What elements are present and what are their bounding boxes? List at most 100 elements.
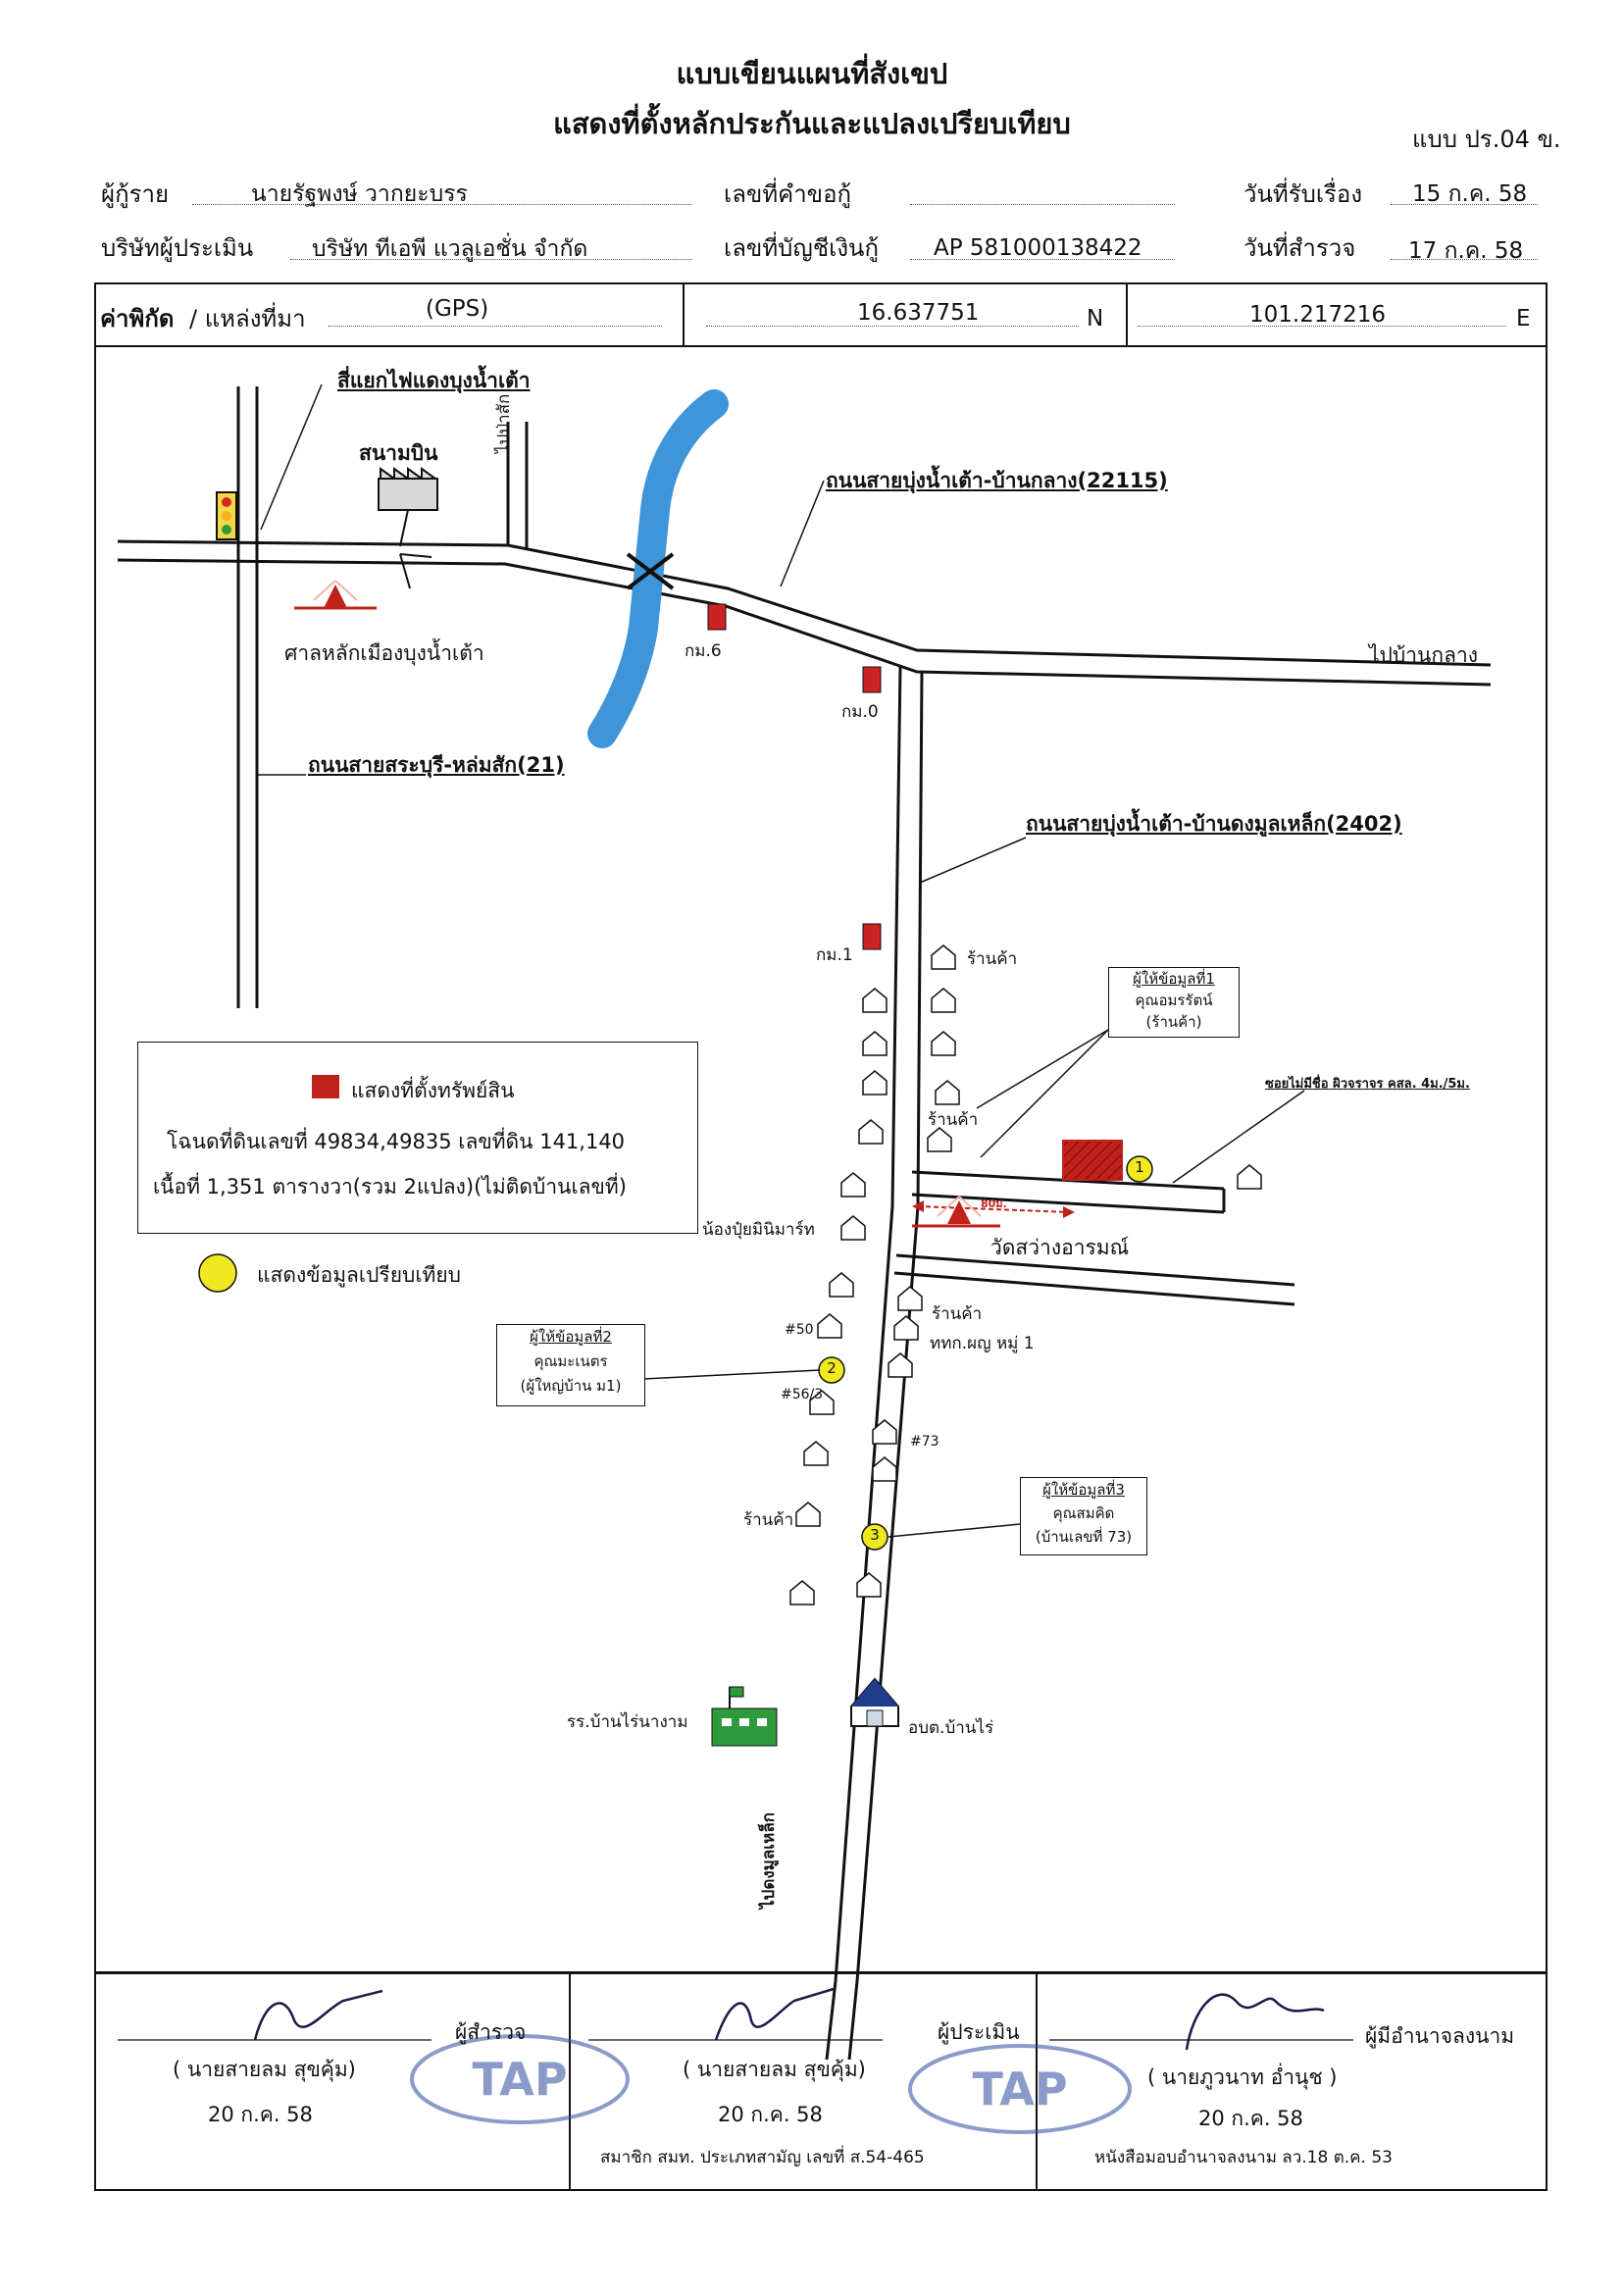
appraiser-value: บริษัท ทีเอพี แวลูเอชั่น จำกัด [312, 236, 588, 262]
airport-pointer [399, 509, 409, 547]
airport-icon [378, 467, 438, 511]
title-line1: แบบเขียนแผนที่สังเขป [676, 57, 948, 90]
received-date-underline [1391, 204, 1538, 205]
appraiser-name: ( นายสายลม สุขคุ้ม) [683, 2058, 866, 2081]
legend-box [137, 1042, 698, 1234]
legend-deed-line: โฉนดที่ดินเลขที่ 49834,49835 เลขที่ดิน 1… [167, 1130, 626, 1153]
to-ban-klang-label: ไปบ้านกลาง [1369, 643, 1478, 667]
informant1-box: ผู้ให้ข้อมูลที่1 คุณอมรรัตน์ (ร้านค้า) [1108, 967, 1240, 1038]
survey-date-underline [1391, 259, 1538, 260]
informant2-pointer [642, 1369, 821, 1380]
distance-label: 80ม. [981, 1197, 1007, 1210]
temple-icon [912, 1196, 1000, 1228]
soi-bottom-edge [911, 1193, 1225, 1214]
informant2-box: ผู้ให้ข้อมูลที่2 คุณมะเนตร (ผู้ใหญ่บ้าน … [496, 1324, 645, 1406]
signature-top-border [94, 1971, 1548, 1974]
house-icon [931, 1031, 956, 1056]
surveyor-role: ผู้สำรวจ [455, 2020, 527, 2044]
house-icon [840, 1215, 866, 1241]
coord-label: ค่าพิกัด [100, 305, 175, 332]
informant3-line2: คุณสมคิด [1052, 1504, 1115, 1522]
tao-label: อบต.บ้านไร่ [908, 1718, 994, 1738]
signature-divider-2 [1036, 1971, 1038, 2191]
appraiser-label: บริษัทผู้ประเมิน [101, 234, 254, 262]
informant2-line2: คุณมะเนตร [533, 1352, 608, 1370]
coord-lon-dir: E [1516, 306, 1531, 331]
appraiser-underline [290, 259, 692, 260]
house-icon [862, 1031, 888, 1056]
informant1-pointer-a [976, 1029, 1109, 1109]
form-code: แบบ ปร.04 ข. [1412, 126, 1561, 153]
legend-comparable-marker [198, 1253, 237, 1293]
km0-label: กม.0 [841, 702, 879, 722]
shop-label-2: ร้านค้า [928, 1110, 979, 1130]
informant1-line2: คุณอมรรัตน์ [1135, 992, 1213, 1009]
surveyor-name: ( นายสายลม สุขคุ้ม) [173, 2058, 356, 2081]
survey-date-value: 17 ก.ค. 58 [1408, 238, 1524, 264]
airport-spur [399, 553, 411, 589]
house-icon [795, 1502, 821, 1527]
stamp-1-text: TAP [472, 2053, 567, 2106]
bridge-mark-b [626, 552, 675, 590]
shop-label-3: ร้านค้า [932, 1304, 983, 1324]
informant2-line3: (ผู้ใหญ่บ้าน ม1) [520, 1377, 622, 1395]
company-stamp-2: TAP [908, 2044, 1132, 2134]
map-frame [94, 345, 1548, 2191]
comparable-3-number: 3 [870, 1526, 880, 1544]
intersection-pointer [260, 383, 323, 531]
house-icon [862, 988, 888, 1013]
houses-group [789, 944, 1262, 1605]
temple-label: วัดสว่างอารมณ์ [990, 1236, 1130, 1259]
account-no-value: AP 581000138422 [934, 235, 1142, 261]
informant3-box: ผู้ให้ข้อมูลที่3 คุณสมคิด (บ้านเลขที่ 73… [1020, 1477, 1147, 1555]
road-2402-label: ถนนสายบุ่งน้ำเต้า-บ้านดงมูลเหล็ก(2402) [1026, 812, 1402, 836]
comparable-1-marker [1126, 1155, 1153, 1183]
borrower-label: ผู้กู้ราย [101, 180, 170, 208]
house-icon [872, 1419, 897, 1445]
house-icon [817, 1313, 842, 1339]
appraiser-member: สมาชิก สมท. ประเภทสามัญ เลขที่ ส.54-465 [600, 2148, 925, 2167]
intersection-label: สี่แยกไฟแดงบุงน้ำเต้า [337, 369, 531, 392]
road-2402-pointer [919, 837, 1027, 884]
authority-role: ผู้มีอำนาจลงนาม [1365, 2024, 1515, 2048]
surveyor-date: 20 ก.ค. 58 [208, 2103, 313, 2126]
coord-source-label: / แหล่งที่มา [189, 305, 306, 332]
request-no-underline [910, 204, 1175, 205]
house-icon [1237, 1164, 1262, 1190]
side-road-bottom [893, 1271, 1295, 1306]
school-icon [711, 1686, 778, 1747]
house-icon [829, 1272, 854, 1298]
comparable-2-number: 2 [827, 1359, 837, 1377]
authority-ref: หนังสือมอบอำนาจลงนาม ลว.18 ต.ค. 53 [1094, 2148, 1393, 2167]
survey-date-label: วันที่สำรวจ [1243, 234, 1356, 262]
appraiser-role: ผู้ประเมิน [938, 2020, 1020, 2044]
house-icon [872, 1456, 897, 1482]
coord-source-underline [329, 326, 662, 327]
comparable-1-number: 1 [1135, 1158, 1144, 1176]
legend-comparable-label: แสดงข้อมูลเปรียบเทียบ [257, 1263, 462, 1287]
village-head-office-label: ททก.ผญ หมู่ 1 [930, 1334, 1035, 1353]
informant1-line3: (ร้านค้า) [1145, 1013, 1202, 1031]
informant3-line1: ผู้ให้ข้อมูลที่3 [1042, 1481, 1125, 1499]
borrower-underline [192, 204, 692, 205]
shrine-icon [294, 580, 377, 610]
distance-line [917, 1205, 1070, 1213]
house-50-label: #50 [785, 1322, 814, 1338]
house-icon [789, 1580, 815, 1605]
city-pillar-label: ศาลหลักเมืองบุงน้ำเต้า [284, 641, 484, 665]
appraiser-date: 20 ก.ค. 58 [718, 2103, 823, 2126]
request-no-label: เลขที่คำขอกู้ [724, 180, 852, 208]
house-icon [888, 1352, 913, 1378]
soi-label: ซอยไม่มีชื่อ ผิวจราจร คสล. 4ม./5ม. [1265, 1077, 1470, 1092]
km0-marker-icon [862, 666, 882, 693]
shop-label-4: ร้านค้า [743, 1510, 794, 1530]
road-22115-top-edge [117, 539, 1492, 667]
account-no-underline [910, 259, 1175, 260]
coord-lat: 16.637751 [857, 300, 980, 326]
road-22115-pointer [780, 480, 825, 587]
distance-arrow-left [912, 1200, 924, 1212]
km1-label: กม.1 [816, 945, 853, 965]
shop-label-1: ร้านค้า [967, 949, 1018, 969]
legend-property-label: แสดงที่ตั้งทรัพย์สิน [351, 1079, 515, 1102]
